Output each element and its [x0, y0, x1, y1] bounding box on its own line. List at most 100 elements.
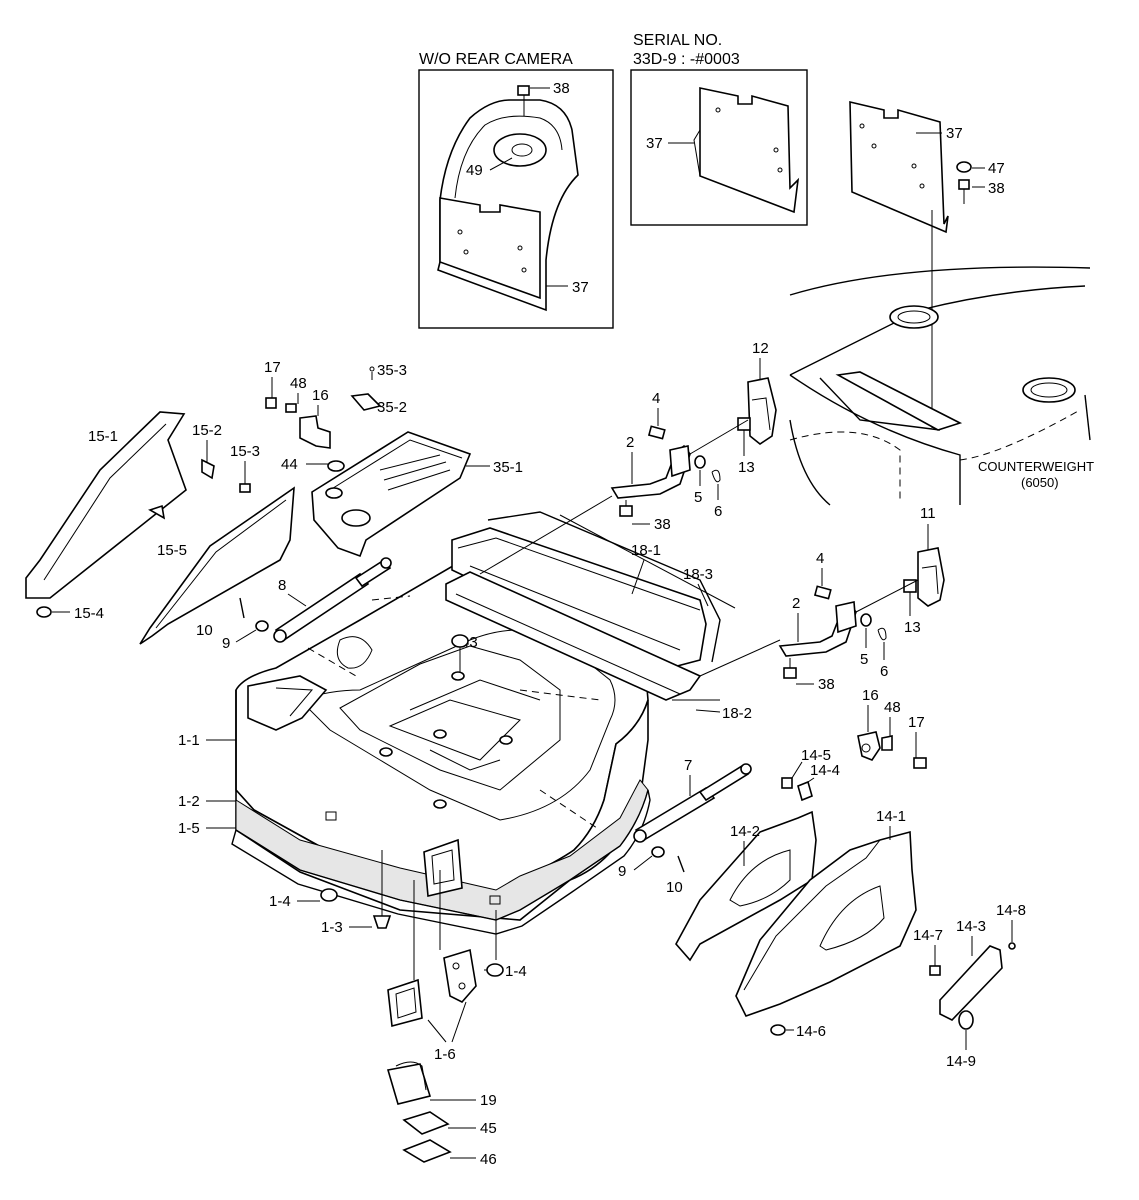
latch-left [265, 397, 331, 449]
callout-38: 38 [553, 80, 570, 97]
callout-5: 5 [694, 489, 702, 506]
top-plate-assembly [849, 100, 972, 234]
callout-4: 4 [816, 550, 824, 567]
callout-49: 49 [466, 162, 483, 179]
callout-17: 17 [908, 714, 925, 731]
callout-37: 37 [646, 135, 663, 152]
counterweight-label: COUNTERWEIGHT [978, 459, 1094, 474]
callout-10: 10 [666, 879, 683, 896]
inset-title-serial-range: 33D-9 : -#0003 [633, 51, 740, 68]
cross-member-18-3 [487, 511, 721, 663]
inset-frame [418, 69, 614, 329]
callout-14-5: 14-5 [801, 747, 831, 764]
side-cover-15-1 [25, 411, 187, 599]
camera-cover [493, 133, 547, 167]
bolt [958, 179, 970, 190]
callout-48: 48 [290, 375, 307, 392]
callout-19: 19 [480, 1092, 497, 1109]
counterweight-lift-hole [1022, 377, 1076, 403]
callout-37: 37 [946, 125, 963, 142]
callout-1-2: 1-2 [178, 793, 200, 810]
bolt [913, 757, 927, 769]
latch-right [857, 731, 927, 769]
screw [929, 965, 941, 976]
callout-1-3: 1-3 [321, 919, 343, 936]
access-cover-14-3 [939, 945, 1003, 1021]
callout-8: 8 [278, 577, 286, 594]
hinge-upper [479, 377, 777, 575]
callout-14-7: 14-7 [913, 927, 943, 944]
callout-38: 38 [988, 180, 1005, 197]
callout-15-2: 15-2 [192, 422, 222, 439]
cross-member [445, 511, 736, 701]
inset-title-serial: SERIAL NO. [633, 32, 722, 49]
side-cover-14-1 [735, 830, 917, 1017]
inset-frame [630, 69, 808, 226]
pin [647, 425, 666, 440]
callout-47: 47 [988, 160, 1005, 177]
hinge-bracket-11 [917, 547, 945, 607]
callout-18-3: 18-3 [683, 566, 713, 583]
inset-serial: SERIAL NO. 33D-9 : -#0003 [630, 32, 808, 226]
callout-1-6: 1-6 [434, 1046, 456, 1063]
callout-45: 45 [480, 1120, 497, 1137]
washer [694, 455, 706, 469]
bolt [737, 417, 751, 431]
callout-17: 17 [264, 359, 281, 376]
callout-14-1: 14-1 [876, 808, 906, 825]
callout-35-2: 35-2 [377, 399, 407, 416]
top-mount-plate [849, 100, 949, 234]
callout-13: 13 [904, 619, 921, 636]
callout-15-3: 15-3 [230, 443, 260, 460]
side-cover-14-2 [675, 810, 817, 962]
callout-1-5: 1-5 [178, 820, 200, 837]
callout-14-6: 14-6 [796, 1023, 826, 1040]
bolt [265, 397, 277, 409]
callout-15-1: 15-1 [88, 428, 118, 445]
callout-7: 7 [684, 757, 692, 774]
washer [255, 620, 269, 632]
latch-knob [958, 1010, 974, 1030]
callout-44: 44 [281, 456, 298, 473]
callout-46: 46 [480, 1151, 497, 1168]
callout-35-3: 35-3 [377, 362, 407, 379]
pin [813, 585, 832, 600]
grommet [327, 460, 345, 472]
grommet [770, 1024, 786, 1036]
callout-18-1: 18-1 [631, 542, 661, 559]
inset-wo-rear-camera: W/O REAR CAMERA [418, 51, 614, 329]
callout-5: 5 [860, 651, 868, 668]
gas-strut-lower [633, 763, 752, 873]
counterweight-lift-hole [889, 305, 939, 329]
hinge-lower [699, 547, 945, 679]
cup-holder [341, 509, 371, 527]
camera-mount-plate [439, 197, 541, 300]
lock-plate [443, 948, 477, 1003]
callout-9: 9 [618, 863, 626, 880]
gas-strut-upper [239, 557, 392, 643]
callout-2: 2 [792, 595, 800, 612]
latch [299, 415, 331, 449]
callout-4: 4 [652, 390, 660, 407]
hinge-bracket-12 [747, 377, 777, 445]
right-side-covers [675, 777, 1016, 1036]
clip [797, 780, 813, 802]
shim-46 [402, 1139, 452, 1163]
hinge-19 [386, 1063, 432, 1105]
bumper [372, 915, 392, 929]
callout-18-2: 18-2 [722, 705, 752, 722]
callout-37: 37 [572, 279, 589, 296]
counterweight-slot [835, 371, 963, 431]
callout-1-4: 1-4 [269, 893, 291, 910]
callout-9: 9 [222, 635, 230, 652]
striker [387, 978, 423, 1028]
callout-38: 38 [818, 676, 835, 693]
rubber-stopper [486, 963, 504, 977]
callout-1-4: 1-4 [505, 963, 527, 980]
callout-2: 2 [626, 434, 634, 451]
shim-45 [402, 1111, 450, 1135]
callout-14-3: 14-3 [956, 918, 986, 935]
callout-14-9: 14-9 [946, 1053, 976, 1070]
